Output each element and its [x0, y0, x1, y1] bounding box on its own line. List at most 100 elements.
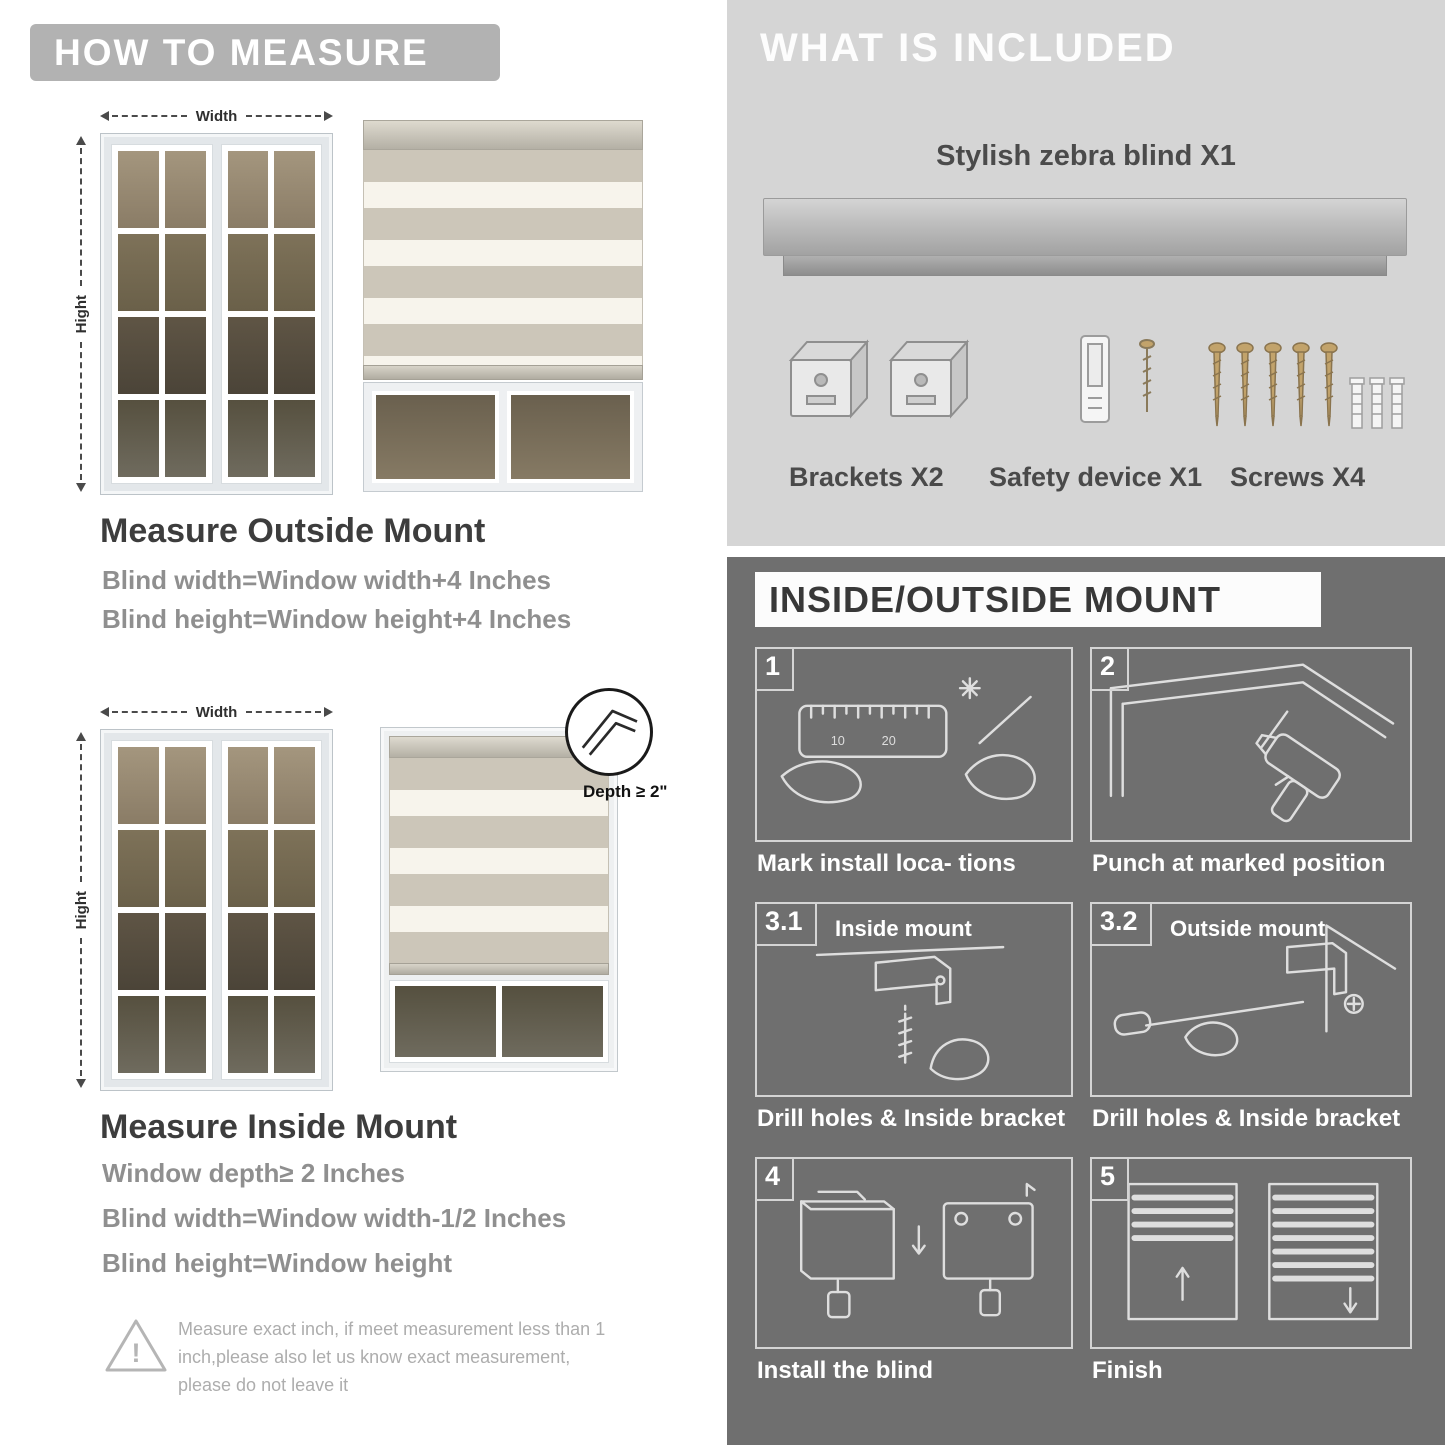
window-pane [164, 151, 206, 228]
step-5-illustration [1127, 1182, 1379, 1321]
outside-mount-title: Measure Outside Mount [100, 512, 486, 550]
zebra-blind-inside [380, 727, 618, 1072]
step-2-caption: Punch at marked position [1092, 850, 1386, 877]
outside-formula-width: Blind width=Window width+4 Inches [102, 565, 551, 595]
step-3-2-illustration [1113, 924, 1397, 1057]
svg-text:10: 10 [831, 733, 845, 748]
step-number: 1 [755, 647, 795, 691]
window-pane [274, 996, 315, 1073]
window-pane [227, 913, 269, 990]
step-4-caption: Install the blind [757, 1357, 934, 1384]
window-pane [274, 747, 315, 824]
window-below-blind [363, 382, 643, 492]
height-label: Hight [72, 294, 90, 334]
arrow-right-icon [324, 707, 334, 717]
warning-exclamation: ! [132, 1338, 141, 1368]
step-1-caption: Mark install loca- tions [757, 850, 1016, 877]
step-title: Outside mount [1170, 916, 1326, 941]
screws-label: Screws X4 [1230, 462, 1366, 492]
window-pane [118, 400, 159, 477]
inside-formula-height: Blind height=Window height [102, 1248, 452, 1278]
window-pane [395, 986, 496, 1057]
height-measure-outside: Hight [72, 136, 90, 493]
height-label: Hight [72, 890, 90, 930]
window-photo-inside [100, 729, 333, 1091]
blind-fabric [389, 758, 609, 963]
svg-text:20: 20 [882, 733, 896, 748]
window-photo-outside [100, 133, 333, 495]
brackets-icon [788, 339, 970, 419]
blind-fabric [363, 150, 643, 365]
window-pane [274, 317, 315, 394]
arrow-down-icon [76, 483, 86, 493]
window-below-blind [389, 980, 609, 1063]
window-sash [111, 740, 213, 1080]
step-5-caption: Finish [1092, 1357, 1163, 1384]
window-pane [274, 151, 315, 228]
step-1-illustration: 10 20 [780, 677, 1036, 804]
window-pane [118, 317, 159, 394]
arrow-left-icon [100, 707, 109, 717]
window-pane [372, 391, 499, 483]
height-measure-inside: Hight [72, 732, 90, 1089]
zebra-blind-valance-image [783, 256, 1387, 276]
window-pane [118, 996, 159, 1073]
window-pane [507, 391, 634, 483]
width-measure-outside: Width [100, 107, 334, 125]
window-pane [227, 151, 269, 228]
window-pane [164, 830, 206, 907]
width-measure-inside: Width [100, 704, 334, 721]
step-panel-5: 5 [1090, 1157, 1412, 1349]
arrow-up-icon [76, 136, 86, 145]
how-to-measure-header: HOW TO MEASURE [30, 24, 500, 81]
window-sash [220, 144, 322, 484]
what-is-included-header: WHAT IS INCLUDED [760, 26, 1176, 70]
blind-headrail [363, 120, 643, 150]
window-pane [118, 830, 159, 907]
window-pane [274, 913, 315, 990]
warning-text: Measure exact inch, if meet measurement … [178, 1319, 606, 1395]
window-pane [274, 400, 315, 477]
window-pane [502, 986, 603, 1057]
inside-outside-mount-section: INSIDE/OUTSIDE MOUNT 1 10 20 2 [727, 557, 1445, 1445]
window-pane [227, 317, 269, 394]
step-number: 2 [1090, 647, 1130, 691]
window-pane [227, 747, 269, 824]
step-number: 4 [755, 1157, 795, 1201]
arrow-down-icon [76, 1079, 86, 1089]
window-pane [164, 234, 206, 311]
window-pane [164, 747, 206, 824]
blind-bottomrail [363, 365, 643, 380]
window-pane [227, 234, 269, 311]
step-panel-1: 1 10 20 [755, 647, 1073, 842]
step-number: 3.2 [1090, 902, 1152, 946]
safety-device-icon [1080, 335, 1155, 423]
window-pane [118, 234, 159, 311]
step-2-illustration [1109, 663, 1395, 823]
width-label: Width [195, 107, 238, 125]
step-3-1-caption: Drill holes & Inside bracket [757, 1105, 1066, 1132]
what-is-included-section: WHAT IS INCLUDED Stylish zebra blind X1 [727, 0, 1445, 546]
window-pane [274, 830, 315, 907]
window-pane [227, 400, 269, 477]
step-title: Inside mount [835, 916, 972, 941]
arrow-right-icon [324, 111, 334, 121]
step-panel-3-2: 3.2 Outside mount [1090, 902, 1412, 1097]
zebra-blind-headrail-image [763, 198, 1407, 256]
depth-callout-circle [565, 688, 653, 776]
window-pane [164, 996, 206, 1073]
step-3-2-caption: Drill holes & Inside bracket [1092, 1105, 1401, 1132]
outside-formula-height: Blind height=Window height+4 Inches [102, 604, 572, 634]
window-pane [164, 400, 206, 477]
depth-callout-label: Depth ≥ 2" [583, 782, 668, 801]
window-pane [164, 913, 206, 990]
window-sash [111, 144, 213, 484]
zebra-blind-count-label: Stylish zebra blind X1 [936, 140, 1236, 172]
window-pane [118, 151, 159, 228]
zebra-blind-outside [363, 120, 643, 380]
step-number: 3.1 [755, 902, 817, 946]
window-pane [118, 747, 159, 824]
step-panel-3-1: 3.1 Inside mount [755, 902, 1073, 1097]
window-pane [227, 830, 269, 907]
inside-formula-width: Blind width=Window width-1/2 Inches [102, 1203, 567, 1233]
